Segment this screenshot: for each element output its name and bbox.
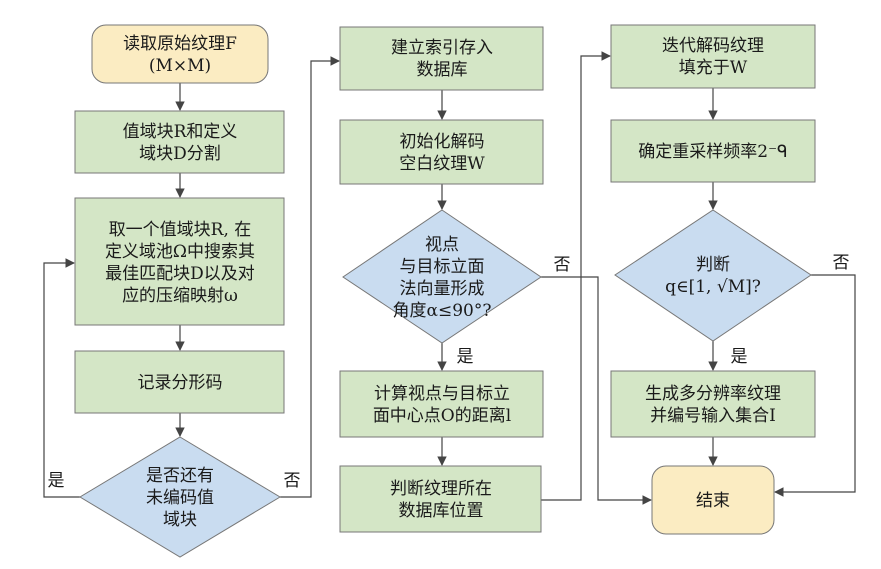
node-record-fractal-code-text: 记录分形码 xyxy=(138,373,223,393)
node-line: 填充于W xyxy=(679,58,748,78)
node-line: 取一个值域块R, 在 xyxy=(109,220,252,240)
node-line: 域块D分割 xyxy=(139,144,221,164)
node-line: 数据库 xyxy=(417,60,468,80)
node-line: 视点 xyxy=(425,235,459,255)
node-line: (M×M) xyxy=(149,56,211,76)
node-build-index-text: 建立索引存入数据库 xyxy=(391,38,493,80)
node-record-fractal-code xyxy=(74,350,285,414)
node-search-match-text: 取一个值域块R, 在定义域池Ω中搜索其最佳匹配块D以及对应的压缩映射ω xyxy=(105,220,255,306)
node-line: 结束 xyxy=(696,491,730,511)
node-split-blocks xyxy=(74,110,285,174)
node-iterative-decode-text: 迭代解码纹理填充于W xyxy=(662,36,764,78)
node-line: 初始化解码 xyxy=(400,132,485,152)
node-init-decode-text: 初始化解码空白纹理W xyxy=(399,132,485,174)
node-line: 数据库位置 xyxy=(399,501,484,521)
node-line: 读取原始纹理F xyxy=(123,34,237,54)
node-line: 法向量形成 xyxy=(400,279,485,299)
node-line: 应的压缩映射ω xyxy=(122,286,238,306)
edge-more-no-index xyxy=(280,56,340,498)
decision-more-blocks xyxy=(79,436,281,558)
node-locate-database-text: 判断纹理所在数据库位置 xyxy=(390,479,492,521)
edge-label-view-yes: 是 xyxy=(457,347,474,367)
node-line: 面中心点O的距离l xyxy=(373,406,511,426)
node-compute-distance-text: 计算视点与目标立面中心点O的距离l xyxy=(373,384,511,426)
node-line: 值域块R和定义 xyxy=(123,122,238,142)
node-split-blocks-text: 值域块R和定义域块D分割 xyxy=(123,122,238,164)
node-line: 与目标立面 xyxy=(400,257,485,277)
node-read-texture xyxy=(91,24,269,84)
node-line: 最佳匹配块D以及对 xyxy=(105,264,255,284)
node-line: 域块 xyxy=(163,510,197,530)
node-line: q∈[1, √M]? xyxy=(665,277,761,297)
node-end xyxy=(651,465,775,535)
edge-label-judge-no: 否 xyxy=(833,253,850,273)
node-line: 是否还有 xyxy=(146,466,214,486)
edges xyxy=(43,51,856,505)
node-line: 计算视点与目标立 xyxy=(374,384,510,404)
node-line: 建立索引存入 xyxy=(391,38,493,58)
node-resample-frequency-text: 确定重采样频率2⁻ᑫ xyxy=(638,142,787,162)
node-line: 判断 xyxy=(696,255,730,275)
node-init-decode xyxy=(339,119,544,185)
decision-view-angle xyxy=(342,209,542,344)
node-build-index xyxy=(339,26,544,91)
node-locate-database xyxy=(339,465,542,533)
edge-label-view-no: 否 xyxy=(554,255,571,275)
decision-view-angle-text: 视点与目标立面法向量形成角度α≤90°? xyxy=(393,235,492,321)
node-line: 空白纹理W xyxy=(399,154,485,174)
decision-q-range xyxy=(614,209,812,342)
node-iterative-decode xyxy=(610,24,816,89)
edge-judge-no-end xyxy=(774,274,856,497)
node-line: 记录分形码 xyxy=(138,373,223,393)
node-search-match xyxy=(74,197,285,326)
node-generate-multires-text: 生成多分辨率纹理并编号输入集合I xyxy=(645,384,781,426)
node-compute-distance xyxy=(339,370,544,438)
node-line: 未编码值 xyxy=(146,488,214,508)
node-end-text: 结束 xyxy=(696,491,730,511)
edge-label-judge-yes: 是 xyxy=(731,347,748,367)
node-read-texture-text: 读取原始纹理F(M×M) xyxy=(123,34,237,76)
node-line: 确定重采样频率2⁻ᑫ xyxy=(638,142,787,162)
node-line: 生成多分辨率纹理 xyxy=(645,384,781,404)
edge-more-yes-loop xyxy=(43,258,80,498)
node-line: 迭代解码纹理 xyxy=(662,36,764,56)
node-resample-frequency xyxy=(610,119,816,183)
node-line: 并编号输入集合I xyxy=(650,406,776,426)
node-line: 判断纹理所在 xyxy=(390,479,492,499)
edge-label-more-no: 否 xyxy=(284,471,301,491)
edge-locate-iter xyxy=(541,51,611,501)
decision-more-blocks-text: 是否还有未编码值域块 xyxy=(146,466,214,530)
node-line: 角度α≤90°? xyxy=(393,301,492,321)
node-generate-multires xyxy=(610,370,816,438)
node-line: 定义域池Ω中搜索其 xyxy=(105,242,255,262)
edge-label-more-yes: 是 xyxy=(48,471,65,491)
edge-view-no-end xyxy=(541,276,652,505)
